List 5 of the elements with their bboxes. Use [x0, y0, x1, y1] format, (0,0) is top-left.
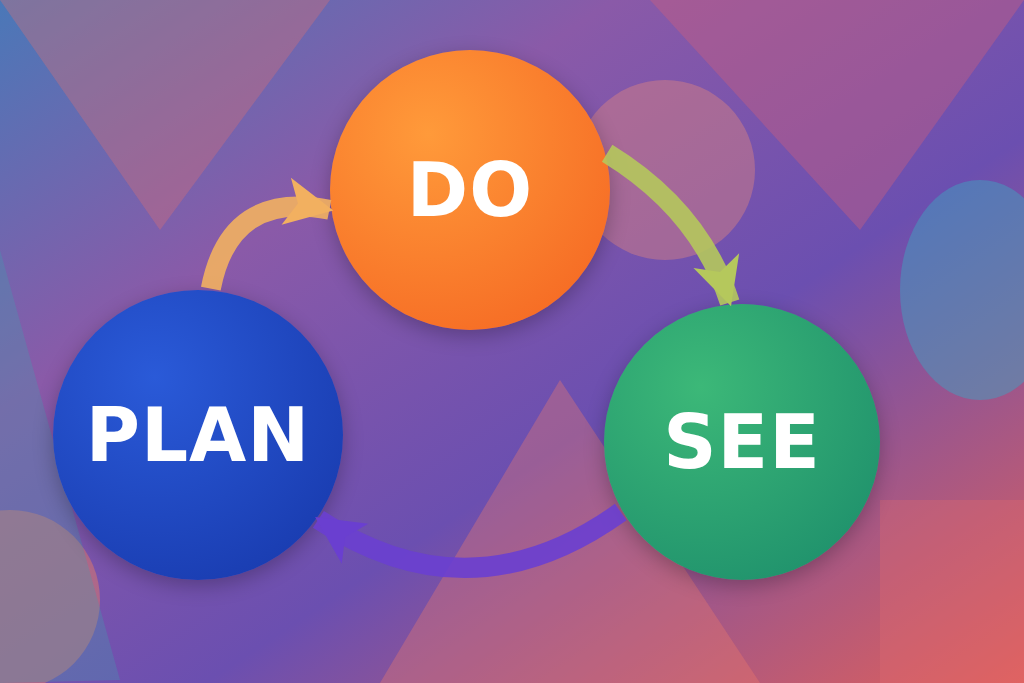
node-label: SEE	[663, 399, 821, 485]
node-label: PLAN	[85, 392, 311, 478]
node-label: DO	[406, 147, 534, 233]
curved-arrow	[601, 144, 740, 307]
curved-arrow	[313, 503, 627, 578]
